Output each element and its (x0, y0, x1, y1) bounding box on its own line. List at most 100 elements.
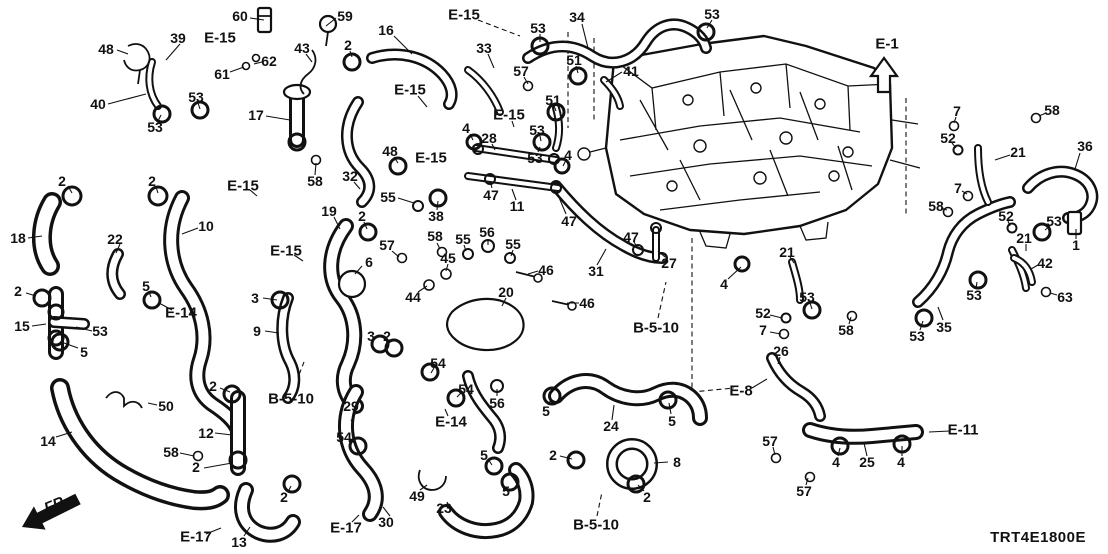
ref-label-e-15: E-15 (204, 29, 236, 47)
part-number-52: 52 (940, 130, 956, 146)
part-number-52: 52 (755, 305, 771, 321)
diagram-code: TRT4E1800E (990, 529, 1086, 546)
part-number-58: 58 (307, 173, 323, 189)
small-parts (105, 6, 1083, 491)
part-number-18: 18 (10, 230, 26, 246)
part-number-53: 53 (704, 6, 720, 22)
fr-arrow-shape (22, 493, 81, 530)
part-number-51: 51 (566, 52, 582, 68)
part-number-5: 5 (142, 278, 150, 294)
part-number-32: 32 (342, 168, 358, 184)
part-number-5: 5 (542, 403, 550, 419)
part-number-7: 7 (759, 322, 767, 338)
part-number-6: 6 (365, 254, 373, 270)
part-number-57: 57 (513, 63, 529, 79)
ref-label-b-5-10: B-5-10 (633, 319, 679, 337)
part-number-57: 57 (379, 237, 395, 253)
part-number-2: 2 (383, 328, 391, 344)
part-number-2: 2 (643, 489, 651, 505)
part-number-58: 58 (427, 228, 443, 244)
part-number-19: 19 (321, 203, 337, 219)
ref-label-e-11: E-11 (947, 421, 979, 439)
part-number-42: 42 (1037, 255, 1053, 271)
part-number-60: 60 (232, 8, 248, 24)
part-number-53: 53 (527, 150, 543, 166)
part-number-63: 63 (1057, 289, 1073, 305)
clamps-and-fasteners (32, 22, 1052, 494)
part-number-5: 5 (80, 344, 88, 360)
part-number-22: 22 (107, 231, 123, 247)
part-number-53: 53 (147, 119, 163, 135)
part-number-25: 25 (859, 454, 875, 470)
leader-lines (25, 17, 1081, 537)
flange-27 (650, 222, 662, 234)
part-number-45: 45 (440, 250, 456, 266)
part-number-4: 4 (832, 454, 840, 470)
part-number-21: 21 (779, 244, 795, 260)
ref-label-e-1: E-1 (875, 35, 899, 53)
ref-label-e-14: E-14 (165, 304, 197, 322)
part-number-14: 14 (40, 433, 56, 449)
ref-label-e-15: E-15 (270, 242, 302, 260)
part-number-35: 35 (936, 319, 952, 335)
part-number-33: 33 (476, 40, 492, 56)
ref-label-e-15: E-15 (227, 177, 259, 195)
ref-label-e-8: E-8 (729, 382, 753, 400)
part-number-57: 57 (796, 483, 812, 499)
part-number-5: 5 (668, 413, 676, 429)
part-number-34: 34 (569, 9, 585, 25)
part-number-31: 31 (588, 263, 604, 279)
part-number-7: 7 (953, 103, 961, 119)
part-number-49: 49 (409, 488, 425, 504)
part-number-7: 7 (954, 180, 962, 196)
part-number-48: 48 (98, 41, 114, 57)
part-number-1: 1 (1072, 237, 1080, 253)
part-number-13: 13 (231, 534, 247, 550)
part-number-48: 48 (382, 143, 398, 159)
part-number-24: 24 (603, 418, 619, 434)
ref-label-e-17: E-17 (180, 528, 212, 546)
bolt-46 (567, 301, 577, 311)
part-number-53: 53 (966, 287, 982, 303)
part-number-38: 38 (428, 208, 444, 224)
part-number-47: 47 (623, 229, 639, 245)
part-number-61: 61 (214, 66, 230, 82)
part-number-4: 4 (564, 147, 572, 163)
part-number-54: 54 (430, 355, 446, 371)
hoses-and-pipes (42, 24, 1092, 534)
part-number-23: 23 (436, 500, 452, 516)
part-number-53: 53 (909, 328, 925, 344)
part-number-2: 2 (358, 208, 366, 224)
part-number-5: 5 (502, 483, 510, 499)
part-number-40: 40 (90, 96, 106, 112)
sensor-1 (1066, 210, 1083, 236)
ref-label-b-5-10: B-5-10 (573, 516, 619, 534)
part-number-55: 55 (505, 236, 521, 252)
part-number-46: 46 (579, 295, 595, 311)
part-number-55: 55 (380, 189, 396, 205)
e1-direction-arrow (868, 56, 900, 94)
part-number-21: 21 (1016, 230, 1032, 246)
ref-label-e-15: E-15 (415, 149, 447, 167)
part-number-2: 2 (148, 173, 156, 189)
part-number-2: 2 (344, 37, 352, 53)
part-number-53: 53 (1046, 213, 1062, 229)
part-number-8: 8 (673, 454, 681, 470)
part-number-17: 17 (248, 107, 264, 123)
part-number-28: 28 (481, 130, 497, 146)
part-number-54: 54 (336, 429, 352, 445)
ref-label-e-15: E-15 (448, 6, 480, 24)
filler-neck-cap (282, 83, 312, 101)
part-number-56: 56 (479, 224, 495, 240)
part-number-2: 2 (549, 447, 557, 463)
part-number-3: 3 (251, 290, 259, 306)
part-number-41: 41 (623, 63, 639, 79)
brackets-and-clips (105, 15, 571, 491)
part-number-29: 29 (343, 398, 359, 414)
part-number-62: 62 (261, 53, 277, 69)
part-number-4: 4 (897, 454, 905, 470)
ref-label-e-15: E-15 (493, 106, 525, 124)
part-number-27: 27 (661, 255, 677, 271)
part-number-12: 12 (198, 425, 214, 441)
